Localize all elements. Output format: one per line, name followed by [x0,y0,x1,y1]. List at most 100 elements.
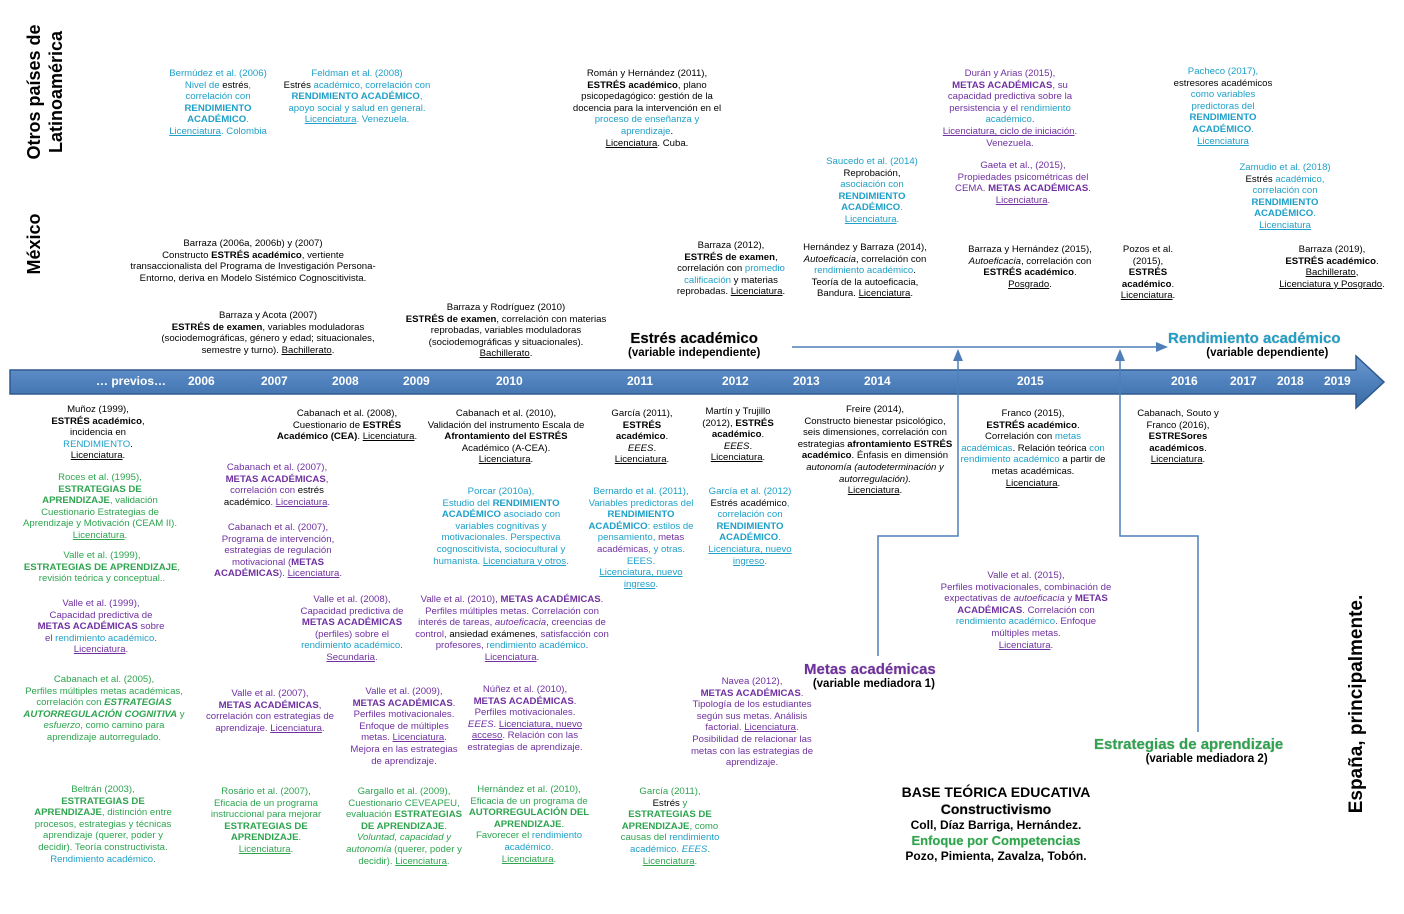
note-text: Cabanach et al. (2008), [296,408,398,419]
note-text: Licenciatura [169,125,221,137]
note-text: Licenciatura [362,431,415,443]
note-text: , [141,415,145,427]
note-valle1999b: Valle et al. (1999),Capacidad predictiva… [36,598,166,656]
note-text: Secundaria [326,651,375,663]
note-text: Licenciatura [744,722,796,734]
note-text: ESTRÉS académico [615,419,666,443]
note-text: Bachillerato [1305,267,1356,279]
note-text: académico, correlación con [313,79,431,91]
note-text: METAS ACADÉMICAS [988,183,1089,195]
note-text: ESTRATEGIAS DE APRENDIZAJE [23,561,178,573]
note-text: Bachillerato [281,344,332,356]
note-text: Licenciatura, nuevo acceso [471,718,583,742]
note-text: Estrés [283,79,314,91]
note-text: . [444,820,447,832]
note-text: Licenciatura [858,288,911,300]
note-barrazahernandez2015: Barraza y Hernández (2015),Autoeficacia,… [958,244,1102,290]
note-gaeta: Gaeta et al., (2015),Propiedades psicomé… [948,160,1098,206]
note-cabanach2007b: Cabanach et al. (2007),Programa de inter… [208,522,348,580]
note-text: esfuerzo [43,720,81,732]
note-text: Licenciatura [392,732,445,744]
note-text: Perfiles múltiples metas académicas, cor… [25,685,183,709]
note-text: , correlación con [1020,255,1092,267]
connector-estrategias [1119,360,1199,732]
note-text: Hernández et al. (2010), [477,784,581,795]
note-text: (querer, poder y decidir). [358,843,462,867]
note-text: AUTORREGULACIÓN DEL APRENDIZAJE [468,807,590,830]
note-text: Afrontamiento del ESTRÉS [444,431,568,443]
note-text: correlación con [230,485,298,497]
note-pozos: Pozos et al. (2015),ESTRÉS académico.Lic… [1112,244,1184,302]
note-text: ACADÉMICO [841,202,901,214]
note-text: . [761,429,765,441]
note-text: asociado con variables cognitivas y moti… [433,509,566,567]
note-feldman: Feldman et al. (2008)Estrés académico, c… [282,68,432,126]
note-text: . [1313,208,1316,220]
note-text: . Correlación con [1022,604,1095,616]
note-text: Estrés [652,797,680,809]
note-valle2010: Valle et al. (2010), METAS ACADÉMICAS. P… [414,594,610,664]
note-text: Franco (2015), [1001,408,1065,419]
note-text: Valle et al. (1999), [62,598,140,609]
note-text: Núñez et al. (2010), [482,684,568,695]
note-text: Correlación con [985,431,1055,443]
note-text: , distinción entre procesos, estrategias… [34,807,172,853]
note-text: Licenciatura [72,529,125,541]
note-text: Román y Hernández (2011), [586,68,708,79]
note-text: . [1202,454,1206,466]
note-text: ansiedad exámenes [449,628,536,640]
connector-arrowhead-metas [953,349,963,361]
note-text: Licenciatura [238,843,291,855]
connector-metas [877,360,959,656]
note-text: (perfiles) sobre el [314,628,390,640]
note-text: RENDIMIENTO [184,102,252,114]
note-text: ESTRÉS académico [1285,255,1376,267]
axis-year-2018: 2018 [1277,374,1304,388]
note-bernardo: Bernardo et al. (2011),Variables predict… [582,486,700,590]
variable-rendimiento-title: Rendimiento académico [1168,330,1341,347]
note-text: Estrés académico [710,497,787,509]
note-text: Reprobación, [843,167,901,179]
note-text: Licenciatura [287,568,340,580]
note-text: , validación Cuestionario Estrategias de… [22,495,178,530]
variable-metas-title: Metas académicas [804,661,936,678]
note-text: académico, correlación con [1252,173,1325,197]
note-text: Propiedades psicométricas del CEMA. [955,171,1089,195]
note-text: Gargallo et al. (2009), [357,786,451,797]
note-text: Licenciatura [484,651,537,663]
note-cabanach2005: Cabanach et al. (2005),Perfiles múltiple… [22,674,186,744]
axis-year-2006: 2006 [188,374,215,388]
note-text: . [1171,278,1175,290]
variable-rendimiento-academico: Rendimiento académico (variable dependie… [1168,330,1341,359]
note-text: , su capacidad predictiva sobre la persi… [947,79,1073,114]
note-text: . Énfasis en dimensión [851,450,949,462]
variable-metas-academicas: Metas académicas (variable mediadora 1) [804,661,936,690]
note-text: Teoría de la autoeficacia, Bandura. [811,276,919,300]
note-text: Pozos et al. (2015), [1122,244,1174,267]
note-text: Barraza (2012), [697,240,765,251]
note-text: , como causas del [620,820,719,844]
note-text: , [325,473,329,485]
note-text: , correlación con [855,253,927,265]
note-text: ESTRÉS académico [211,249,302,261]
note-text: Perfiles motivacionales, combinación de … [940,581,1112,605]
note-text: Rendimiento académico [50,853,154,865]
note-text: . [130,438,133,450]
note-text: Licenciatura [844,213,897,225]
note-text: García (2011), [639,786,701,797]
variable-estrategias-aprendizaje: Estrategias de aprendizaje (variable med… [1094,736,1283,765]
note-text: Licenciatura [710,452,763,464]
note-text: Cabanach et al. (2007), [226,462,328,473]
note-text: Licenciatura [614,454,667,466]
note-porcar: Porcar (2010a),Estudio del RENDIMIENTO A… [424,486,578,567]
note-text: . [1057,477,1061,489]
note-text: . [1382,278,1385,290]
note-text: autoeficacia [1013,593,1065,605]
axis-year-2010: 2010 [496,374,523,388]
note-text: METAS ACADÉMICAS [952,79,1053,91]
note-text: ). [279,568,288,580]
note-cabanach2007a: Cabanach et al. (2007),METAS ACADÉMICAS,… [212,462,342,508]
note-text: Cuestionario de [292,419,363,431]
